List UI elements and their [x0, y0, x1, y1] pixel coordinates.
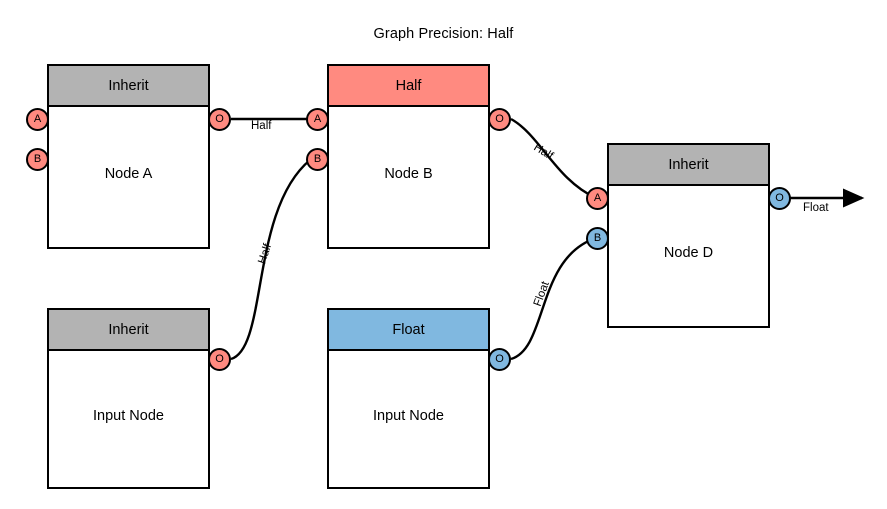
- node-node-a[interactable]: Inherit Node A: [47, 64, 210, 249]
- input-node-middle-body: Input Node: [329, 351, 488, 487]
- node-a-port-b-label: B: [33, 153, 42, 165]
- input-node-left-port-o-label: O: [215, 353, 224, 365]
- edge-label-input-middle-to-node-d: Float: [531, 279, 552, 309]
- node-b-port-b-label: B: [313, 153, 322, 165]
- node-b-body: Node B: [329, 107, 488, 247]
- node-a-port-b[interactable]: B: [26, 148, 49, 171]
- input-node-middle-port-o-label: O: [495, 353, 504, 365]
- page-title: Graph Precision: Half: [373, 26, 514, 42]
- node-b-port-o-label: O: [495, 113, 504, 125]
- node-b-port-a[interactable]: A: [306, 108, 329, 131]
- node-b-label: Node B: [384, 166, 433, 182]
- edge-input-node-left-o-to-node-b-b: [230, 159, 311, 361]
- node-a-label: Node A: [104, 166, 153, 182]
- node-node-b[interactable]: Half Node B: [327, 64, 490, 249]
- input-node-middle-header: Float: [329, 310, 488, 351]
- node-b-port-a-label: A: [313, 113, 322, 125]
- node-a-port-o-label: O: [215, 113, 224, 125]
- node-a-header-label: Inherit: [108, 77, 149, 94]
- edge-input-node-middle-o-to-node-d-b: [510, 236, 597, 361]
- node-d-port-o-label: O: [775, 192, 784, 204]
- node-a-port-a[interactable]: A: [26, 108, 49, 131]
- node-d-label: Node D: [663, 245, 714, 261]
- edge-node-b-o-to-node-d-a: [510, 117, 597, 200]
- node-b-port-b[interactable]: B: [306, 148, 329, 171]
- node-d-port-a[interactable]: A: [586, 187, 609, 210]
- input-node-left-label: Input Node: [93, 408, 164, 424]
- node-d-port-b-label: B: [593, 232, 602, 244]
- input-node-middle-label: Input Node: [373, 408, 444, 424]
- node-b-header: Half: [329, 66, 488, 107]
- node-a-body: Node A: [49, 107, 208, 247]
- input-node-left-header-label: Inherit: [108, 321, 149, 338]
- node-node-d[interactable]: Inherit Node D: [607, 143, 770, 328]
- node-d-header: Inherit: [609, 145, 768, 186]
- edge-label-node-b-to-node-d: Half: [531, 141, 556, 163]
- input-node-middle-port-o[interactable]: O: [488, 348, 511, 371]
- node-d-body: Node D: [609, 186, 768, 326]
- input-node-middle-header-label: Float: [392, 321, 425, 338]
- node-input-node-left[interactable]: Inherit Input Node: [47, 308, 210, 489]
- node-b-header-label: Half: [395, 77, 422, 94]
- input-node-left-body: Input Node: [49, 351, 208, 487]
- edge-label-node-a-to-node-b: Half: [251, 120, 272, 132]
- node-a-port-a-label: A: [33, 113, 42, 125]
- node-d-port-a-label: A: [593, 192, 602, 204]
- node-d-port-b[interactable]: B: [586, 227, 609, 250]
- node-a-header: Inherit: [49, 66, 208, 107]
- node-d-port-o[interactable]: O: [768, 187, 791, 210]
- node-input-node-middle[interactable]: Float Input Node: [327, 308, 490, 489]
- input-node-left-port-o[interactable]: O: [208, 348, 231, 371]
- node-a-port-o[interactable]: O: [208, 108, 231, 131]
- node-b-port-o[interactable]: O: [488, 108, 511, 131]
- input-node-left-header: Inherit: [49, 310, 208, 351]
- edge-label-node-d-output: Float: [803, 202, 829, 214]
- edge-label-input-left-to-node-b: Half: [256, 242, 275, 266]
- node-d-header-label: Inherit: [668, 156, 709, 173]
